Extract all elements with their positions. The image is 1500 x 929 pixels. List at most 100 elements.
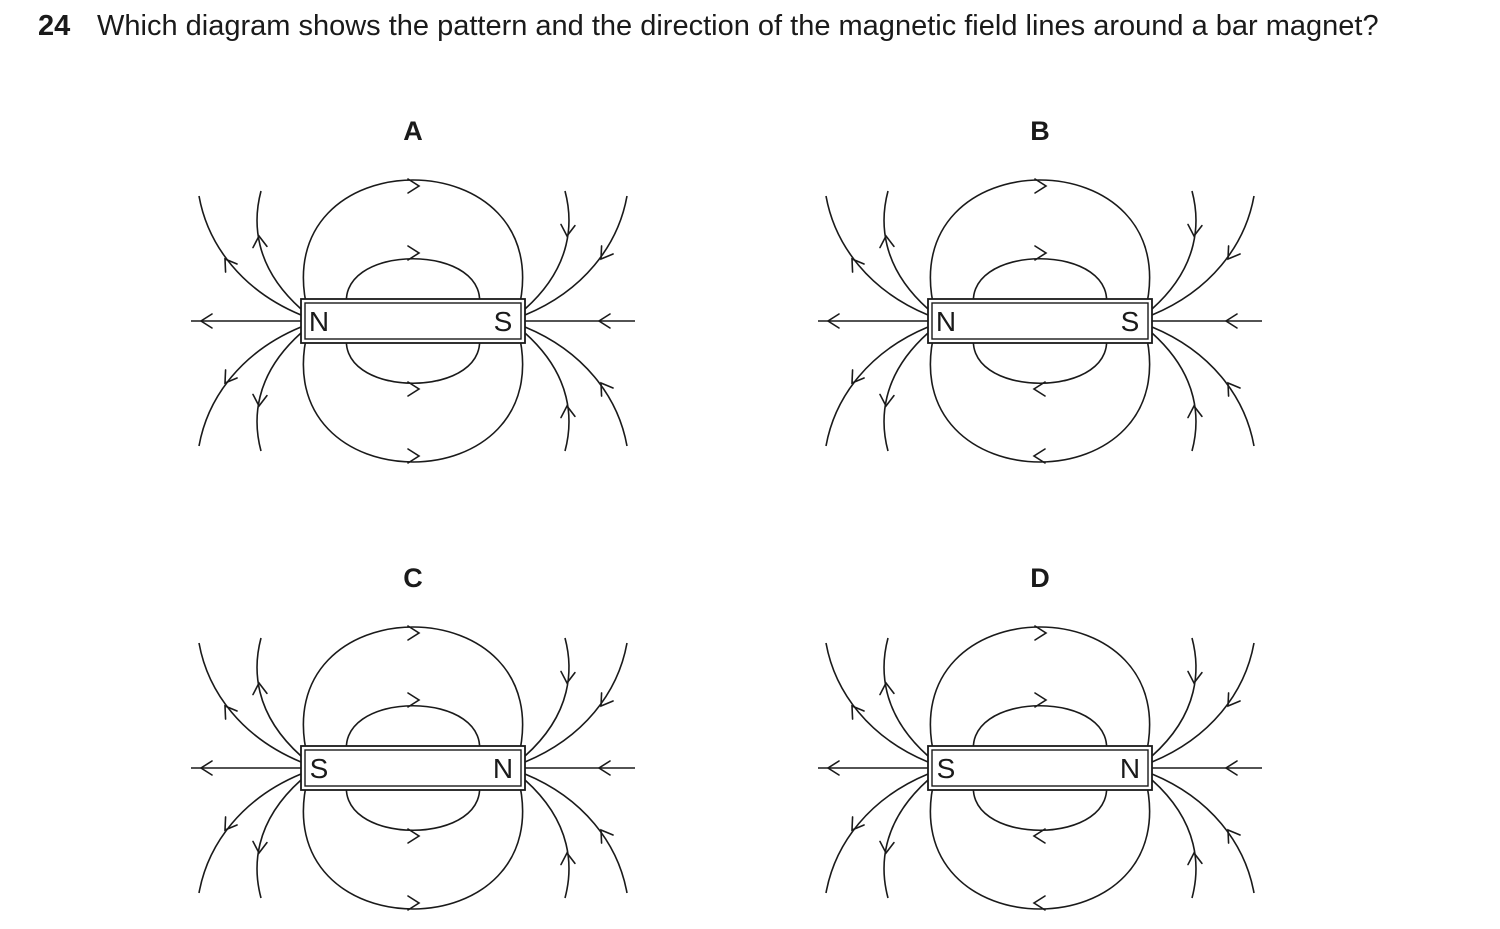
arrow-open-left-top-outer [851,257,865,273]
magnet-inner-border [304,749,522,787]
outer-loop-top [302,179,524,313]
arrow-outer-bottom [407,448,421,464]
arrow-axis-right [597,760,611,776]
inner-loop-bottom [972,329,1108,385]
outer-loop-top [929,626,1151,760]
open-line-left-top-inner [256,637,302,757]
outer-loop-top [302,626,524,760]
arrow-open-right-bottom-outer [1227,381,1241,397]
arrow-open-left-top-inner [252,234,268,249]
arrow-outer-bottom [407,895,421,911]
magnet-inner-border [304,302,522,340]
arrow-open-left-bottom-inner [879,393,895,408]
open-line-right-top-inner [524,190,570,310]
magnet-body [927,298,1153,344]
pole-left-label: S [310,753,329,784]
open-line-right-bottom-outer [1151,326,1255,447]
outer-loop-top [929,179,1151,313]
arrow-inner-top [407,245,421,261]
open-line-right-top-outer [524,195,628,316]
open-line-right-bottom-inner [1151,332,1197,452]
arrow-open-left-bottom-inner [252,393,268,408]
open-line-right-top-inner [1151,190,1197,310]
question-number: 24 [38,10,71,42]
arrow-open-right-top-inner [560,223,576,238]
open-line-right-bottom-outer [524,326,628,447]
open-line-right-top-outer [524,642,628,763]
arrow-axis-left [826,760,840,776]
arrow-open-right-bottom-inner [1187,404,1203,419]
arrow-open-right-top-outer [600,692,614,708]
open-line-left-top-outer [825,195,929,316]
arrow-outer-top [407,178,421,194]
outer-loop-bottom [302,329,524,463]
magnet-body [927,745,1153,791]
open-line-left-top-inner [883,637,929,757]
open-line-left-top-outer [198,195,302,316]
arrow-open-left-top-outer [224,704,238,720]
open-line-right-top-inner [524,637,570,757]
open-line-right-bottom-outer [524,773,628,894]
outer-loop-bottom [302,776,524,910]
arrow-inner-top [1034,245,1048,261]
field-arrows [199,625,614,911]
option-label-a: A [403,116,423,146]
open-line-right-top-inner [1151,637,1197,757]
arrow-axis-left [826,313,840,329]
inner-loop-bottom [345,329,481,385]
arrow-outer-top [1034,178,1048,194]
arrow-open-left-bottom-outer [851,369,865,385]
arrow-open-right-bottom-inner [1187,851,1203,866]
arrow-open-right-bottom-outer [600,828,614,844]
arrow-axis-left [199,760,213,776]
open-line-left-bottom-inner [256,779,302,899]
arrow-inner-top [407,692,421,708]
arrow-inner-top [1034,692,1048,708]
option-label-c: C [403,563,423,593]
arrow-axis-right [1224,313,1238,329]
pole-right-label: S [494,306,513,337]
arrow-axis-left [199,313,213,329]
arrow-axis-right [1224,760,1238,776]
open-line-left-bottom-outer [198,773,302,894]
magnet-body [300,745,526,791]
open-line-left-bottom-inner [883,779,929,899]
arrow-open-right-top-outer [600,245,614,261]
open-line-left-top-outer [825,642,929,763]
pole-left-label: S [937,753,956,784]
arrow-open-left-bottom-inner [252,840,268,855]
field-lines [818,626,1262,910]
pole-left-label: N [936,306,956,337]
open-line-left-bottom-outer [198,326,302,447]
arrow-open-left-top-inner [879,681,895,696]
arrow-open-right-bottom-inner [560,851,576,866]
field-lines [191,179,635,463]
arrow-outer-bottom [1032,895,1046,911]
open-line-left-bottom-outer [825,773,929,894]
arrow-axis-right [597,313,611,329]
arrow-open-right-top-outer [1227,692,1241,708]
inner-loop-top [345,257,481,313]
arrow-open-left-bottom-outer [224,816,238,832]
open-line-right-bottom-outer [1151,773,1255,894]
arrow-open-right-bottom-outer [600,381,614,397]
open-line-right-bottom-inner [524,332,570,452]
arrow-open-left-top-inner [252,681,268,696]
arrow-open-left-top-inner [879,234,895,249]
inner-loop-top [972,704,1108,760]
open-line-left-top-inner [883,190,929,310]
open-line-left-bottom-inner [883,332,929,452]
arrow-open-left-bottom-outer [851,816,865,832]
field-lines [191,626,635,910]
outer-loop-bottom [929,776,1151,910]
inner-loop-top [345,704,481,760]
arrow-open-left-bottom-inner [879,840,895,855]
inner-loop-bottom [972,776,1108,832]
arrow-open-left-top-outer [851,704,865,720]
pole-right-label: N [493,753,513,784]
magnet-inner-border [931,302,1149,340]
